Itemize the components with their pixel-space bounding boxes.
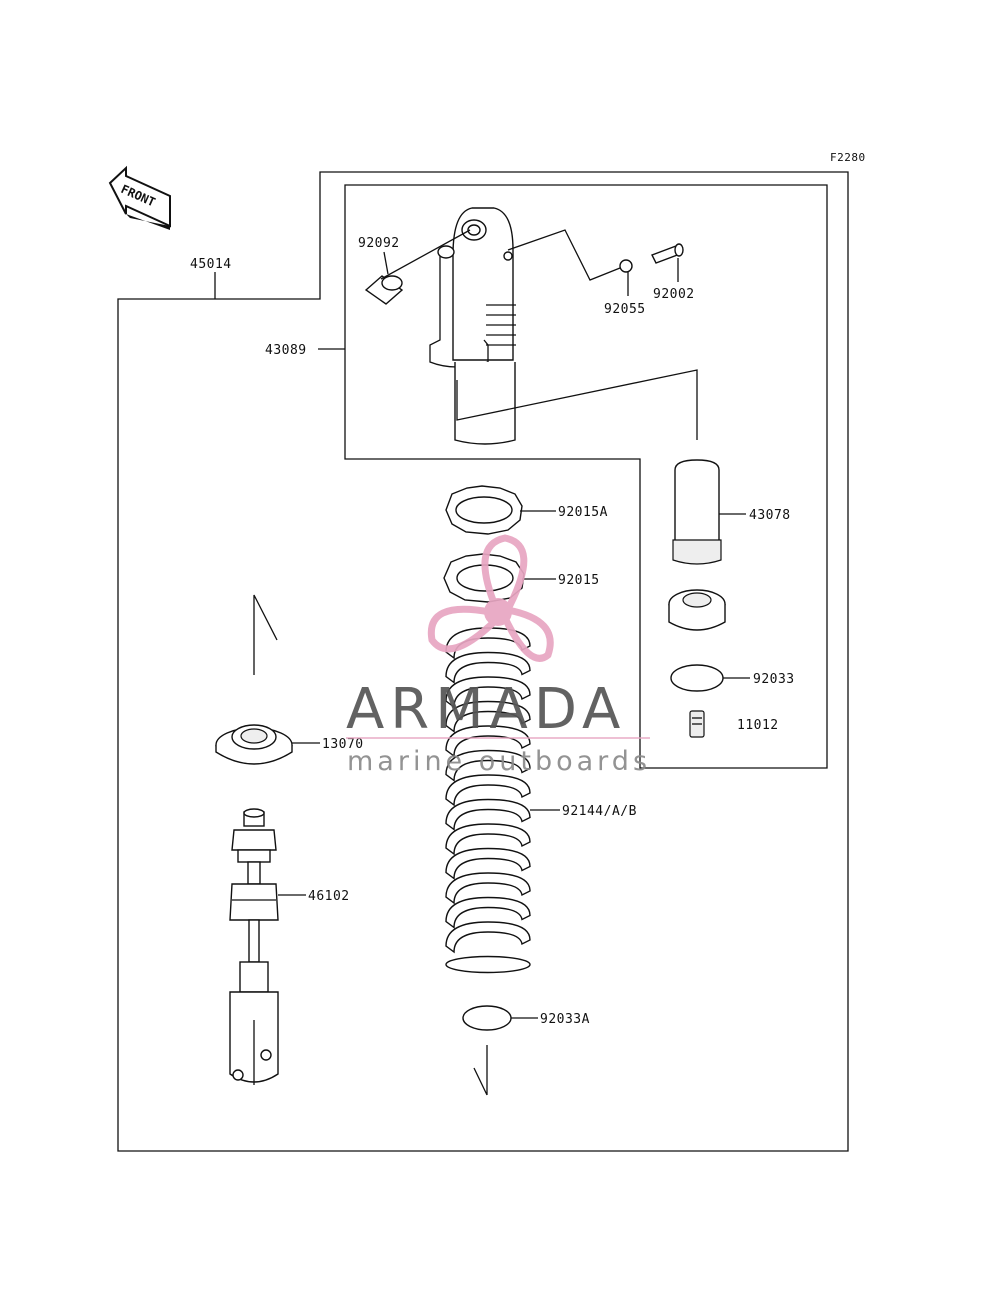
watermark-title: ARMADA (346, 677, 626, 742)
bolt-92002 (651, 243, 684, 264)
shock-body (429, 207, 516, 445)
reservoir-bladder (668, 589, 726, 631)
break-line-upper (253, 594, 278, 675)
callout-11012: 11012 (737, 718, 779, 733)
spring-coil (445, 847, 531, 880)
callout-92033: 92033 (753, 672, 795, 687)
assembly-frame-43089 (344, 184, 828, 769)
callout-92002: 92002 (653, 287, 695, 302)
spring-coil (445, 676, 531, 709)
spring-coil (445, 700, 531, 733)
spring-coil (445, 872, 531, 905)
spring-base (445, 955, 531, 974)
spring-coil (445, 774, 531, 807)
spring-coil (445, 725, 531, 758)
callout-43078: 43078 (749, 508, 791, 523)
spring-coil (445, 896, 531, 929)
spring-coil (445, 651, 531, 684)
spring-coil (445, 798, 531, 831)
callout-92015A: 92015A (558, 505, 608, 520)
callout-92144: 92144/A/B (562, 804, 637, 819)
bushing-92092 (364, 275, 404, 305)
callout-46102: 46102 (308, 889, 350, 904)
spring-coil (445, 823, 531, 856)
propeller-logo-icon (427, 534, 554, 662)
front-arrow-icon: FRONT (108, 165, 171, 230)
callout-92055: 92055 (604, 302, 646, 317)
callout-45014: 45014 (190, 257, 232, 272)
assembly-frame-45014 (117, 171, 849, 1152)
callout-13070: 13070 (322, 737, 364, 752)
circlip-92033 (670, 664, 724, 692)
coil-spring (445, 627, 531, 974)
oring-92055 (619, 259, 633, 273)
callout-92033A: 92033A (540, 1012, 590, 1027)
piston-rod-46102 (229, 808, 279, 1085)
figure-code: F2280 (830, 151, 866, 164)
break-line-lower (473, 1045, 488, 1096)
locknut-92015A (445, 485, 523, 535)
watermark: ARMADA marine outboards (346, 534, 651, 777)
callout-92015: 92015 (558, 573, 600, 588)
spring-seat-13070 (215, 724, 293, 765)
callout-92092: 92092 (358, 236, 400, 251)
spring-coil (445, 921, 531, 954)
valve-11012 (689, 710, 705, 738)
spring-coil (445, 749, 531, 782)
circlip-92033A (462, 1005, 512, 1031)
callout-43089: 43089 (265, 343, 307, 358)
watermark-subtitle: marine outboards (347, 746, 651, 777)
reservoir-cap-43078 (672, 459, 722, 565)
